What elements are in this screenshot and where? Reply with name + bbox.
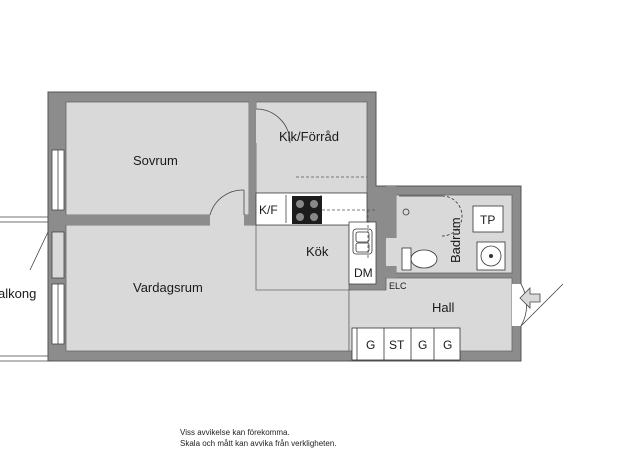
label-klk: Klk/Förråd <box>279 129 339 144</box>
washbasin-icon <box>476 241 506 271</box>
toilet-icon <box>401 247 438 271</box>
windows <box>29 149 65 345</box>
label-kok: Kök <box>306 244 329 259</box>
stove-icon <box>292 196 322 224</box>
closet-label: G <box>443 338 452 352</box>
entrance-arrow-icon <box>519 287 541 309</box>
label-tp: TP <box>480 213 495 227</box>
label-dm: DM <box>354 266 373 280</box>
label-vardagsrum: Vardagsrum <box>133 280 203 295</box>
kitchen <box>255 176 377 285</box>
bathroom-fixtures <box>399 195 506 271</box>
tp-box <box>472 205 504 233</box>
label-balkong: alkong <box>0 286 36 301</box>
disclaimer-line1: Viss avvikelse kan förekomma. <box>180 428 290 437</box>
label-elc: ELC <box>389 281 407 291</box>
closet-label: ST <box>389 338 405 352</box>
shower-icon <box>399 195 463 237</box>
sink-icon <box>352 228 373 255</box>
balcony <box>0 216 48 362</box>
sovrum-floor <box>65 101 250 216</box>
klk-floor <box>255 101 368 194</box>
label-hall: Hall <box>432 300 455 315</box>
disclaimer-line2: Skala och mått kan avvika från verklighe… <box>180 439 337 448</box>
doors <box>209 108 564 327</box>
hall-closets <box>351 327 461 361</box>
label-kf: K/F <box>259 203 278 217</box>
closet-label: G <box>418 338 427 352</box>
closet-label: G <box>366 338 375 352</box>
label-badrum: Badrum <box>448 217 463 263</box>
label-sovrum: Sovrum <box>133 153 178 168</box>
inner-walls <box>66 102 396 278</box>
